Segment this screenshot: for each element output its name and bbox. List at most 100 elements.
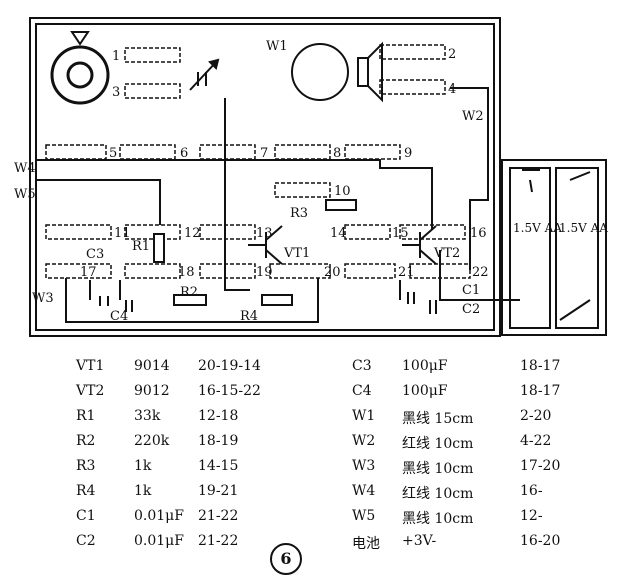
part-name: R4 (76, 483, 96, 499)
c3-label: C3 (86, 247, 104, 262)
r4-resistor (261, 294, 293, 306)
board-inner (35, 23, 495, 331)
w2-label: W2 (462, 109, 484, 124)
pad-strip-17 (45, 263, 112, 279)
pad-strip-2 (379, 44, 446, 60)
part-value: 红线 10cm (402, 436, 474, 452)
pad-number: 15 (392, 226, 409, 241)
r3-label: R3 (290, 206, 308, 221)
part-name: VT2 (76, 383, 105, 399)
c1-label: C1 (462, 283, 480, 298)
part-value: 0.01μF (134, 508, 184, 524)
part-pins: 2-20 (520, 408, 552, 424)
part-name: C1 (76, 508, 96, 524)
part-value: 黑线 15cm (402, 411, 474, 427)
battery-box (501, 159, 607, 336)
part-value: +3V- (402, 533, 437, 549)
pad-number: 11 (114, 226, 131, 241)
pad-number: 3 (112, 85, 120, 100)
part-pins: 21-22 (198, 508, 239, 524)
part-name: R1 (76, 408, 96, 424)
w3-wire (65, 278, 319, 323)
battery-1-label: 1.5V AA (513, 221, 562, 235)
part-value: 黑线 10cm (402, 511, 474, 527)
battery-lead (439, 250, 520, 301)
vt2-transistor (402, 225, 437, 265)
pad-strip-4 (379, 79, 446, 95)
part-pins: 19-21 (198, 483, 239, 499)
volume-knob-icon (50, 31, 110, 105)
part-name: W3 (352, 458, 376, 474)
part-pins: 16-20 (520, 533, 561, 549)
pad-strip-1 (124, 47, 181, 63)
part-name: W1 (352, 408, 376, 424)
variable-capacitor-icon (189, 58, 220, 91)
w2-wire (450, 87, 489, 270)
pad-number: 16 (470, 226, 487, 241)
part-pins: 21-22 (198, 533, 239, 549)
part-name: W5 (352, 508, 376, 524)
part-pins: 12-18 (198, 408, 239, 424)
part-name: W2 (352, 433, 376, 449)
battery-2-label: 1.5V AA (559, 221, 608, 235)
pad-number: 2 (448, 47, 456, 62)
w1-wire (224, 98, 250, 291)
w3-label: W3 (32, 291, 54, 306)
part-pins: 20-19-14 (198, 358, 261, 374)
pad-strip-3 (124, 83, 181, 99)
part-pins: 12- (520, 508, 543, 524)
pad-number: 6 (180, 146, 188, 161)
battery-spring-icon (529, 179, 533, 193)
w4-label: W4 (14, 161, 36, 176)
pad-number: 9 (404, 146, 412, 161)
pad-number: 7 (260, 146, 268, 161)
pad-number: 14 (330, 226, 347, 241)
part-pins: 18-17 (520, 358, 561, 374)
pad-number: 10 (334, 184, 351, 199)
vt1-label: VT1 (283, 246, 310, 261)
pad-number: 4 (448, 82, 456, 97)
r2-resistor (173, 294, 207, 306)
vt1-transistor (248, 225, 283, 265)
part-value: 100μF (402, 358, 448, 374)
pad-strip-5 (45, 144, 107, 160)
part-value: 0.01μF (134, 533, 184, 549)
pad-number: 22 (472, 265, 489, 280)
w5-wire (36, 179, 161, 225)
r1-label: R1 (132, 239, 150, 254)
part-value: 33k (134, 408, 161, 424)
part-pins: 18-17 (520, 383, 561, 399)
part-value: 100μF (402, 383, 448, 399)
pad-number: 17 (80, 265, 97, 280)
r1-resistor (153, 233, 165, 263)
c4-label: C4 (110, 309, 128, 324)
c3-capacitor (89, 280, 121, 300)
part-value: 9014 (134, 358, 170, 374)
w1-label: W1 (266, 39, 288, 54)
pad-number: 8 (333, 146, 341, 161)
board-outline (29, 17, 501, 337)
pad-number: 1 (112, 49, 120, 64)
w5-label: W5 (14, 187, 36, 202)
pad-number: 19 (256, 265, 273, 280)
r3-resistor (325, 199, 357, 211)
speaker-icon (291, 41, 383, 103)
part-value: 9012 (134, 383, 170, 399)
part-value: 220k (134, 433, 170, 449)
part-pins: 16- (520, 483, 543, 499)
part-name: C2 (76, 533, 96, 549)
pad-number: 21 (398, 265, 415, 280)
r2-label: R2 (180, 285, 198, 300)
part-name: W4 (352, 483, 376, 499)
part-value: 1k (134, 483, 152, 499)
part-pins: 16-15-22 (198, 383, 261, 399)
part-name: 电池 (352, 536, 380, 552)
part-name: R3 (76, 458, 96, 474)
part-name: R2 (76, 433, 96, 449)
part-name: VT1 (76, 358, 105, 374)
part-value: 红线 10cm (402, 486, 474, 502)
c2-label: C2 (462, 302, 480, 317)
pad-strip-10 (274, 182, 331, 198)
part-name: C3 (352, 358, 372, 374)
